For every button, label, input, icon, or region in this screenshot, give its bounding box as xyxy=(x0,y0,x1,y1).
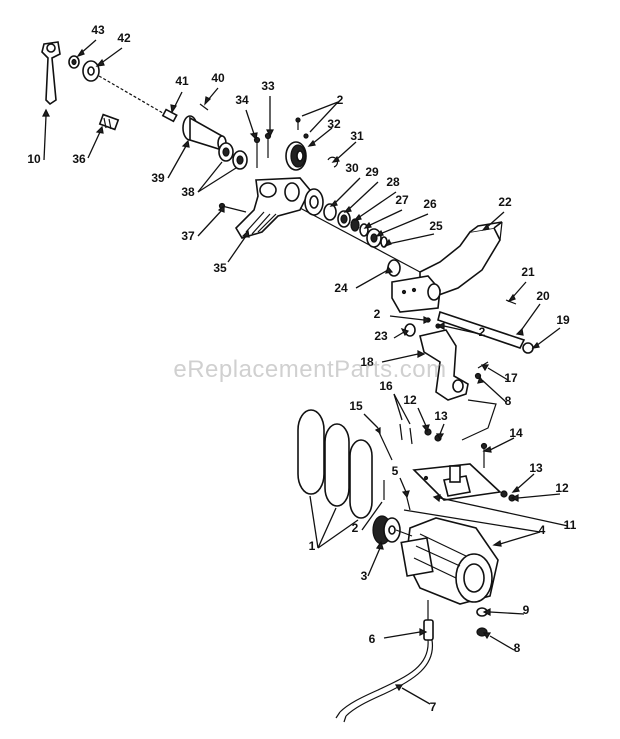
callout-18: 18 xyxy=(360,355,374,369)
callout-3: 3 xyxy=(361,569,368,583)
part-33-bolt xyxy=(264,132,272,158)
callout-30: 30 xyxy=(345,161,359,175)
callout-7: 7 xyxy=(430,700,437,714)
part-43-washer xyxy=(68,55,80,69)
callout-29: 29 xyxy=(365,165,379,179)
part-7-power-cord xyxy=(335,639,434,723)
callout-35: 35 xyxy=(213,261,227,275)
callout-20: 20 xyxy=(536,289,550,303)
callout-36: 36 xyxy=(72,152,86,166)
callout-24: 24 xyxy=(334,281,348,295)
callout-9: 9 xyxy=(523,603,530,617)
callout-32: 32 xyxy=(327,117,341,131)
callout-23: 23 xyxy=(374,329,388,343)
callout-27: 27 xyxy=(395,193,409,207)
part-34-bolt xyxy=(253,136,261,168)
callout-13a: 13 xyxy=(434,409,448,423)
callout-5: 5 xyxy=(392,464,399,478)
part-3-motor-pulley xyxy=(372,515,401,545)
part-29-bearing xyxy=(337,210,351,228)
callout-2a: 2 xyxy=(337,93,344,107)
callout-11: 11 xyxy=(564,518,577,532)
part-42-disc xyxy=(82,60,100,82)
part-36-stud xyxy=(98,113,120,131)
callout-15: 15 xyxy=(349,399,363,413)
callout-12b: 12 xyxy=(555,481,569,495)
part-21-pin xyxy=(505,299,517,305)
callout-28: 28 xyxy=(386,175,400,189)
callout-39: 39 xyxy=(151,171,165,185)
part-30-washer xyxy=(323,203,337,221)
part-26-bearing xyxy=(366,228,382,248)
part-motor-plate xyxy=(412,463,502,501)
callout-2d: 2 xyxy=(352,521,359,535)
callout-21: 21 xyxy=(521,265,535,279)
part-16-bolts xyxy=(399,423,413,445)
part-38-bearings xyxy=(218,142,248,170)
watermark-text: eReplacementParts.com xyxy=(173,356,447,383)
callout-43: 43 xyxy=(91,23,105,37)
callout-17: 17 xyxy=(504,371,518,385)
callout-31: 31 xyxy=(350,129,364,143)
part-18-bracket xyxy=(419,329,469,401)
part-1-belts xyxy=(297,409,373,519)
part-upper-block xyxy=(391,275,441,313)
part-32-pulley xyxy=(285,141,307,171)
callout-19: 19 xyxy=(556,313,570,327)
part-35-bracket xyxy=(234,177,311,239)
part-24-washer xyxy=(387,259,401,277)
callout-41: 41 xyxy=(175,74,189,88)
callout-12a: 12 xyxy=(403,393,417,407)
callout-6: 6 xyxy=(369,632,376,646)
part-20-rod xyxy=(437,310,526,349)
callout-42: 42 xyxy=(117,31,131,45)
callout-8a: 8 xyxy=(505,394,512,408)
callout-33: 33 xyxy=(261,79,275,93)
callout-14: 14 xyxy=(509,426,523,440)
part-4-motor xyxy=(395,517,499,605)
callout-2b: 2 xyxy=(374,307,381,321)
part-14-bolt xyxy=(480,442,488,468)
part-41-pin xyxy=(161,108,178,123)
callout-37: 37 xyxy=(181,229,195,243)
callout-26: 26 xyxy=(423,197,437,211)
callout-1: 1 xyxy=(309,539,316,553)
part-40-key xyxy=(199,103,209,111)
callout-8b: 8 xyxy=(514,641,521,655)
callout-2c: 2 xyxy=(479,325,486,339)
part-10-handle xyxy=(41,41,61,106)
callout-10: 10 xyxy=(27,152,41,166)
part-8-nut-mid xyxy=(474,372,482,380)
callout-25: 25 xyxy=(429,219,443,233)
callout-4: 4 xyxy=(539,523,546,537)
part-15-bolt xyxy=(377,429,393,461)
part-2-setscrews-top xyxy=(295,117,309,139)
callout-34: 34 xyxy=(235,93,249,107)
part-28-spacer xyxy=(350,218,360,232)
callout-16: 16 xyxy=(379,379,393,393)
part-6-strain-relief xyxy=(423,600,434,641)
part-39-shaft xyxy=(182,115,227,152)
callout-38: 38 xyxy=(181,185,195,199)
part-19-ring xyxy=(522,342,534,354)
leader-lines xyxy=(42,39,569,705)
part-housing xyxy=(299,188,421,273)
callout-22: 22 xyxy=(498,195,512,209)
callout-13b: 13 xyxy=(529,461,543,475)
callout-40: 40 xyxy=(211,71,225,85)
